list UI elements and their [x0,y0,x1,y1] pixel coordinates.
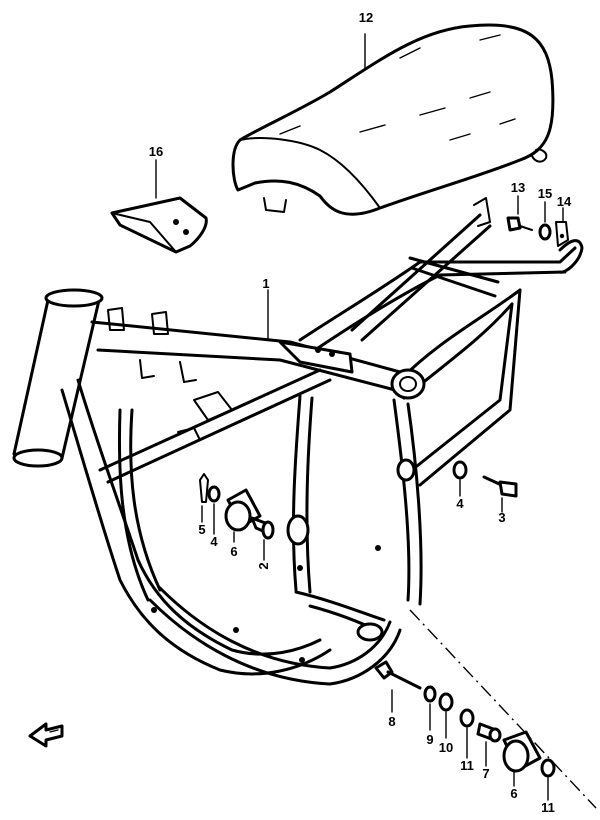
front-direction-arrow-icon [28,722,64,748]
callout-seat-washer: 15 [538,186,552,201]
seat-bolt[interactable] [506,195,533,232]
callout-washer-right: 4 [456,496,464,511]
washer-right[interactable] [452,460,468,497]
callout-pin-left: 5 [198,522,205,537]
callout-washer-11a: 11 [460,758,474,773]
bolt-right[interactable] [482,475,518,513]
washer-11a[interactable] [459,708,475,759]
callout-washer-left: 4 [210,534,218,549]
washer-11b[interactable] [540,758,556,801]
callout-frame: 1 [262,276,269,291]
bushing-left[interactable] [250,516,275,561]
assembly-axis-line [409,609,597,809]
callout-seat: 12 [359,10,373,25]
spacer-lower[interactable] [476,722,502,767]
callout-spacer-lower: 7 [482,766,489,781]
callout-bolt-lower: 8 [388,714,395,729]
callout-mount-lower: 6 [510,786,517,801]
mount-left[interactable] [224,488,262,543]
washer-left[interactable] [207,485,221,535]
washer-9[interactable] [423,685,437,731]
callout-seat-bracket: 14 [557,194,572,209]
seat-washer[interactable] [538,201,552,241]
callout-washer-11b: 11 [541,800,555,815]
callout-mount-left: 6 [230,544,237,559]
seat[interactable] [231,23,555,216]
callout-washer-10: 10 [439,740,453,755]
washer-10[interactable] [438,692,454,739]
pin-left[interactable] [199,473,209,523]
callout-tool-bag: 16 [149,144,163,159]
frame[interactable] [12,197,584,686]
tool-bag[interactable] [110,159,208,254]
bolt-lower[interactable] [374,660,422,713]
callout-bushing-left: 2 [256,562,271,569]
callout-washer-9: 9 [426,732,433,747]
mount-lower[interactable] [502,730,542,787]
seat-bracket[interactable] [555,207,569,247]
callout-bolt-right: 3 [498,510,505,525]
callout-seat-bolt: 13 [511,180,525,195]
